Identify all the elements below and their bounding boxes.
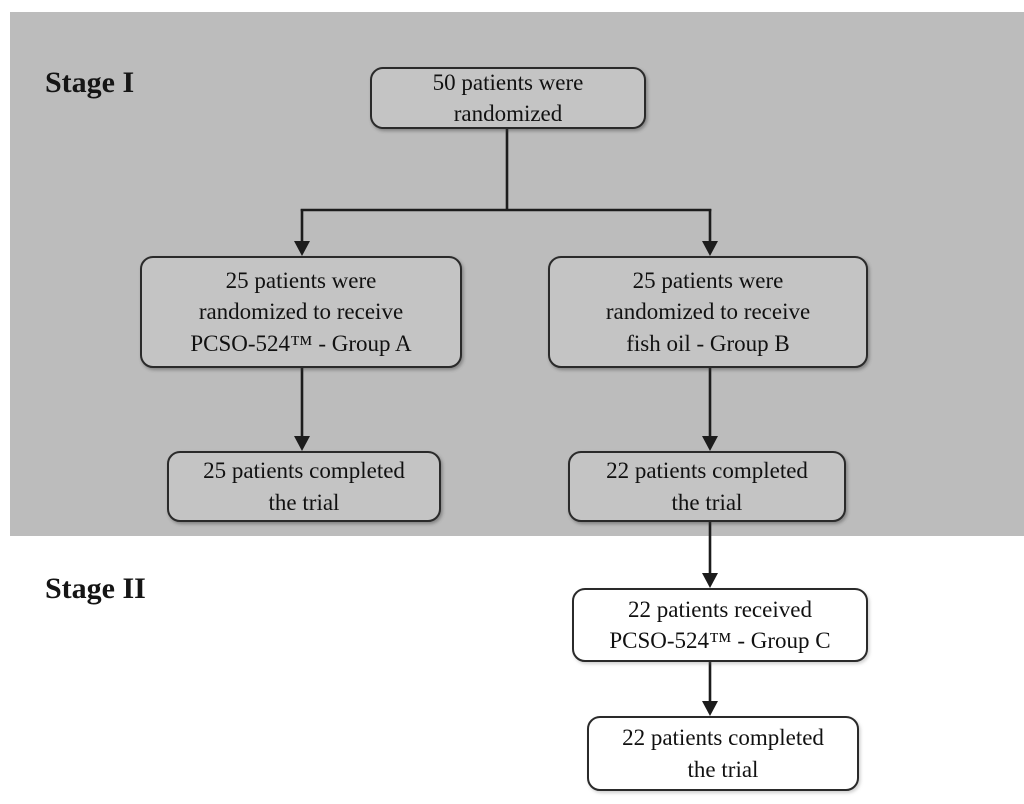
node-completed-c: 22 patients completed the trial: [587, 716, 859, 791]
node-group-b-text: 25 patients were randomized to receive f…: [605, 268, 811, 356]
node-group-a: 25 patients were randomized to receive P…: [140, 256, 462, 368]
arrowhead-group-a: [294, 241, 310, 256]
node-completed-c-text: 22 patients completed the trial: [622, 725, 824, 782]
stage2-label: Stage II: [45, 572, 146, 605]
arrowhead-completed-a: [294, 436, 310, 451]
node-group-b: 25 patients were randomized to receive f…: [548, 256, 868, 368]
stage1-label: Stage I: [45, 66, 135, 99]
arrowhead-completed-c: [702, 701, 718, 716]
arrowhead-group-b: [702, 241, 718, 256]
node-group-a-text: 25 patients were randomized to receive P…: [190, 268, 412, 356]
node-completed-b-text: 22 patients completed the trial: [606, 458, 808, 515]
node-stage1-randomized-text: 50 patients were randomized: [432, 69, 584, 126]
node-completed-a-text: 25 patients completed the trial: [203, 458, 405, 515]
node-completed-a: 25 patients completed the trial: [167, 451, 441, 522]
arrowhead-group-c: [702, 573, 718, 588]
node-completed-b: 22 patients completed the trial: [568, 451, 846, 522]
node-stage1-randomized: 50 patients were randomized: [370, 67, 646, 129]
arrowhead-completed-b: [702, 436, 718, 451]
node-group-c: 22 patients received PCSO-524™ - Group C: [572, 588, 868, 662]
node-group-c-text: 22 patients received PCSO-524™ - Group C: [609, 596, 831, 653]
